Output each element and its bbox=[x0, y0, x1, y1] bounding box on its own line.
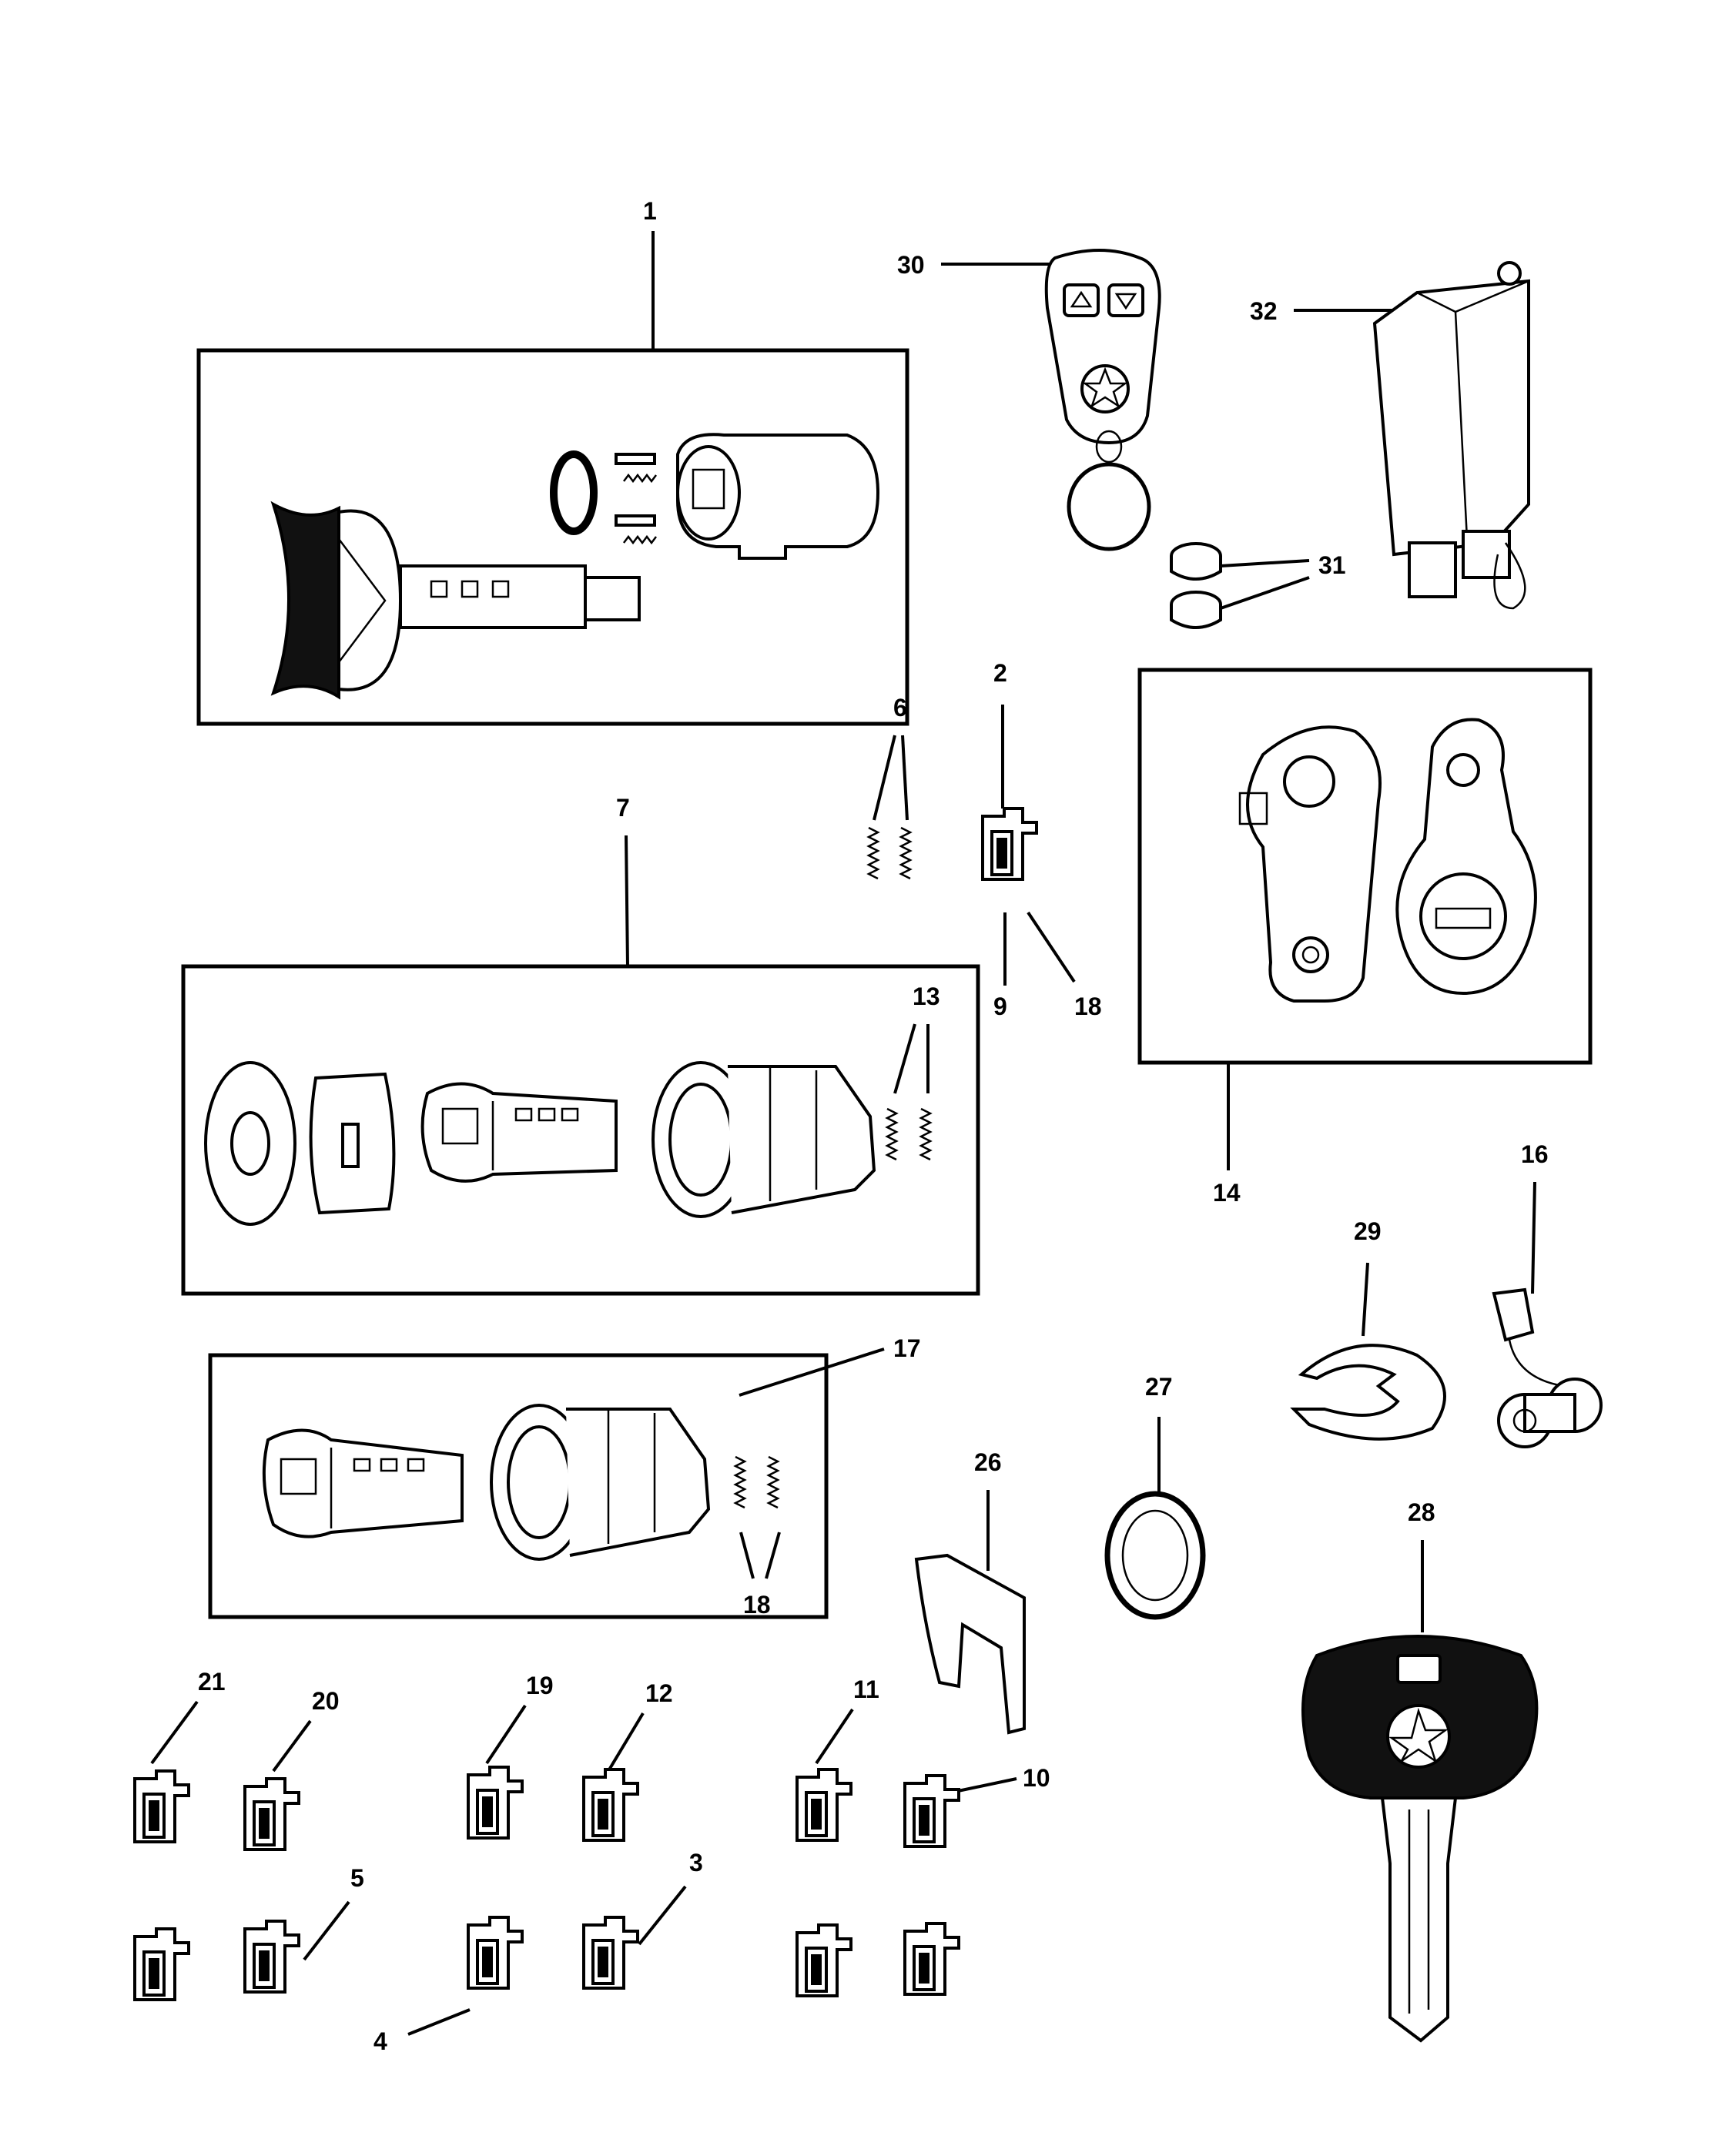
group-27-ring: 27 bbox=[1104, 1373, 1206, 1620]
trunk-cylinder bbox=[262, 1428, 464, 1538]
master-key-blade bbox=[1380, 1796, 1458, 2043]
callout-19: 19 bbox=[526, 1672, 554, 1699]
callout-13: 13 bbox=[913, 983, 940, 1010]
callout-17: 17 bbox=[893, 1334, 921, 1362]
callout-16: 16 bbox=[1521, 1140, 1549, 1168]
callout-14: 14 bbox=[1213, 1179, 1241, 1207]
callout-29: 29 bbox=[1354, 1217, 1382, 1245]
group-16-lamp: 16 bbox=[1492, 1140, 1603, 1448]
lever-left bbox=[1246, 725, 1382, 1003]
callout-3: 3 bbox=[689, 1849, 703, 1876]
retaining-clip bbox=[1290, 1344, 1446, 1441]
o-ring bbox=[550, 450, 598, 535]
callout-32: 32 bbox=[1250, 297, 1278, 325]
group-32-module: 32 bbox=[1250, 261, 1530, 610]
group-26-bracket: 26 bbox=[914, 1448, 1026, 1735]
callout-18: 18 bbox=[1074, 993, 1102, 1020]
group-30-key-fob: 30 bbox=[897, 249, 1161, 551]
callout-20: 20 bbox=[312, 1687, 340, 1715]
snap-ring bbox=[1104, 1491, 1206, 1620]
tumbler-grid: 21 20 19 12 11 10 5 3 4 bbox=[133, 1668, 1050, 2055]
callout-7: 7 bbox=[616, 794, 630, 822]
group-14-levers: 14 bbox=[1137, 668, 1593, 1207]
group-1-ignition-lock: 1 bbox=[196, 197, 909, 726]
lamp-socket bbox=[1492, 1287, 1535, 1342]
callout-12: 12 bbox=[645, 1679, 673, 1707]
callout-9: 9 bbox=[993, 993, 1007, 1020]
callout-30: 30 bbox=[897, 251, 925, 279]
callout-26: 26 bbox=[974, 1448, 1002, 1476]
callout-4: 4 bbox=[373, 2027, 387, 2055]
group-31-plugs: 31 bbox=[1170, 542, 1346, 629]
key-head bbox=[270, 500, 340, 700]
callout-18: 18 bbox=[743, 1591, 771, 1619]
retainer-bracket bbox=[914, 1553, 1026, 1735]
callout-27: 27 bbox=[1145, 1373, 1173, 1401]
callout-31: 31 bbox=[1318, 551, 1346, 579]
group-2-tumbler: 2 9 18 bbox=[981, 659, 1102, 1020]
group-29-clip: 29 bbox=[1290, 1217, 1446, 1441]
group-6-springs: 6 bbox=[867, 694, 912, 880]
callout-6: 6 bbox=[893, 694, 907, 721]
key-ring bbox=[1067, 462, 1151, 551]
callout-10: 10 bbox=[1023, 1764, 1050, 1792]
callout-1: 1 bbox=[643, 197, 657, 225]
callout-2: 2 bbox=[993, 659, 1007, 687]
callout-28: 28 bbox=[1408, 1498, 1435, 1526]
callout-11: 11 bbox=[853, 1676, 879, 1703]
callout-21: 21 bbox=[198, 1668, 226, 1696]
remote-module bbox=[1372, 279, 1530, 557]
door-cylinder bbox=[420, 1082, 618, 1183]
group-28-key: 28 bbox=[1301, 1498, 1539, 2043]
key-fob bbox=[1044, 249, 1161, 445]
callout-5: 5 bbox=[350, 1864, 364, 1892]
group-17-trunk-lock: 17 18 bbox=[208, 1334, 921, 1619]
group-7-door-lock: 7 13 bbox=[181, 794, 980, 1296]
